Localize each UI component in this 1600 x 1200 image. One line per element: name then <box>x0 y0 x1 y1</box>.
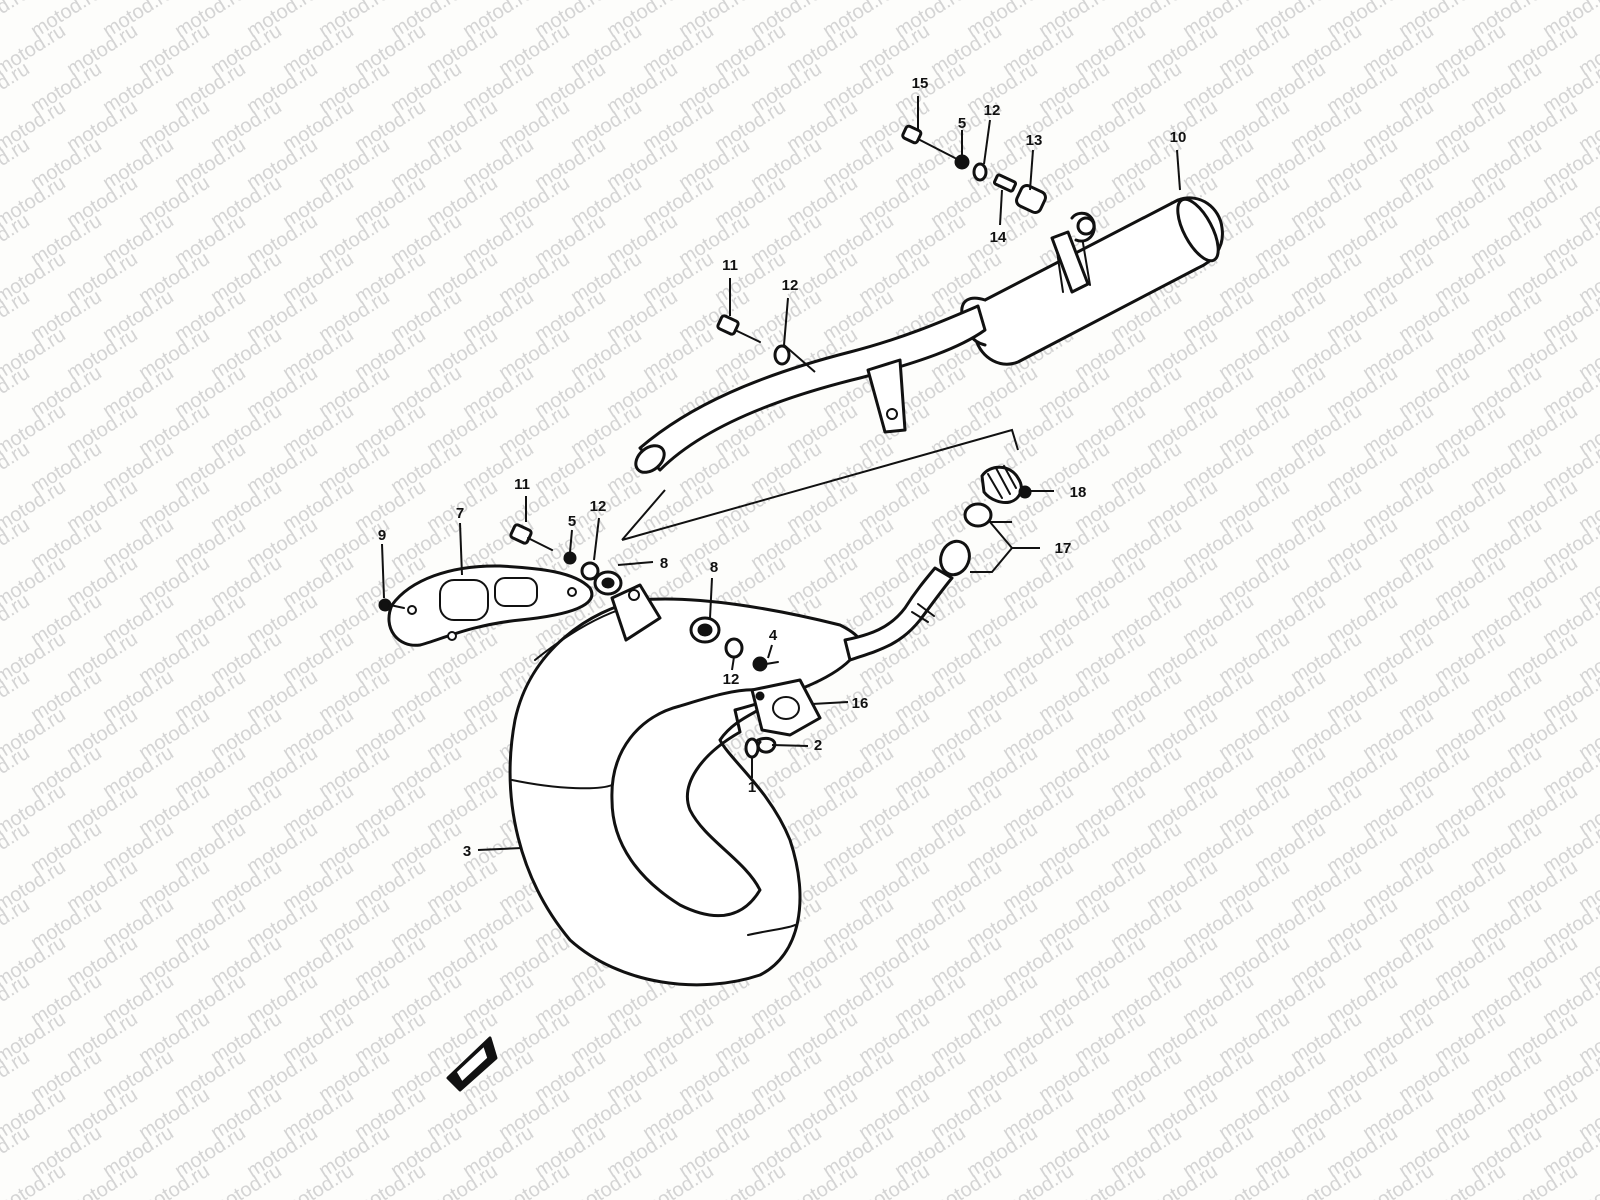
callout-16: 16 <box>852 695 869 712</box>
expansion-chamber <box>508 597 863 987</box>
callout-14: 14 <box>990 229 1007 246</box>
callout-7: 7 <box>456 505 464 522</box>
callout-8: 8 <box>710 559 718 576</box>
callout-8: 8 <box>660 555 668 572</box>
pipe-clamp <box>980 465 1032 504</box>
callout-1: 1 <box>748 779 756 796</box>
washer-top <box>972 162 988 182</box>
spring-hook <box>744 737 760 759</box>
watermark-text: motod.ru <box>0 0 34 42</box>
callout-18: 18 <box>1070 484 1087 501</box>
callout-12: 12 <box>590 498 607 515</box>
callout-11: 11 <box>722 257 738 274</box>
callout-3: 3 <box>463 843 471 860</box>
callout-5: 5 <box>958 115 966 132</box>
callout-9: 9 <box>378 527 386 544</box>
o-ring-upper <box>963 502 993 528</box>
nut-lower <box>563 551 577 565</box>
grommet-lower <box>689 616 721 644</box>
grommet-upper <box>593 570 623 596</box>
callout-12: 12 <box>723 671 740 688</box>
callout-12: 12 <box>782 277 799 294</box>
callout-13: 13 <box>1026 132 1043 149</box>
watermark-text: motod.ru <box>1575 0 1600 4</box>
callout-17: 17 <box>1055 540 1072 557</box>
callout-15: 15 <box>912 75 929 92</box>
nut-upper <box>954 154 970 170</box>
callout-2: 2 <box>814 737 822 754</box>
callout-11: 11 <box>514 476 530 493</box>
callout-12: 12 <box>984 102 1001 119</box>
callout-5: 5 <box>568 513 576 530</box>
washer-mid <box>580 561 600 581</box>
callout-4: 4 <box>769 627 778 644</box>
washer-lower <box>724 637 744 659</box>
callout-10: 10 <box>1170 129 1187 146</box>
